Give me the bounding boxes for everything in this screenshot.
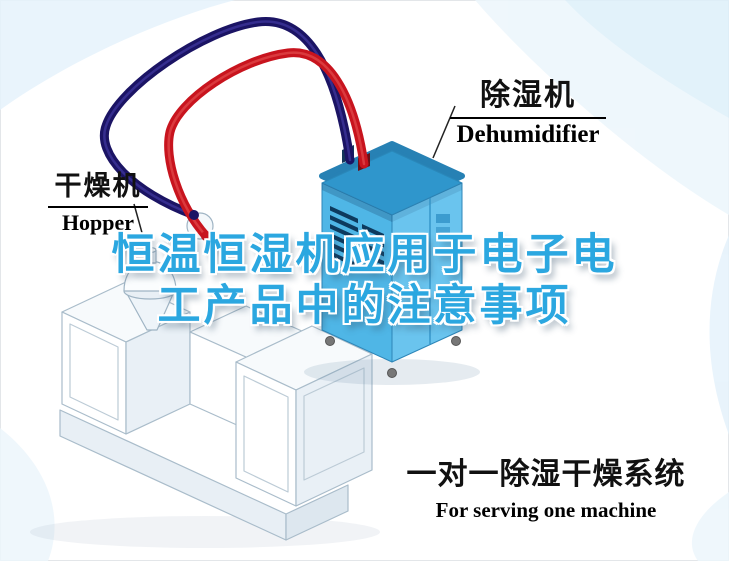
leader-line-hopper [133,203,150,259]
main-title-line1: 恒温恒湿机应用于电子电 [111,231,618,279]
caster-wheels [325,336,461,378]
dehumidifier-unit [304,141,480,385]
dehumidifier-label-cn: 除湿机 [450,70,606,119]
system-caption-en: For serving one machine [435,498,657,522]
control-display [436,214,450,223]
leader-lines [133,105,456,259]
hoses [100,17,369,241]
system-caption: 一对一除湿干燥系统 For serving one machine [400,449,692,523]
main-title: 恒温恒湿机应用于电子电 工产品中的注意事项 [0,230,729,331]
vent-grille [330,206,384,269]
dehumidifier-label: 除湿机 Dehumidifier [450,70,606,149]
leader-line-dehumidifier [432,105,456,159]
hopper-label-en: Hopper [61,210,135,235]
hopper-label-cn: 干燥机 [48,164,148,208]
main-title-line2: 工产品中的注意事项 [157,281,572,330]
hopper-illustration [123,212,214,331]
hopper-label: 干燥机 Hopper [48,164,148,236]
dehumidifier-label-en: Dehumidifier [456,121,600,148]
system-caption-cn: 一对一除湿干燥系统 [406,458,686,491]
